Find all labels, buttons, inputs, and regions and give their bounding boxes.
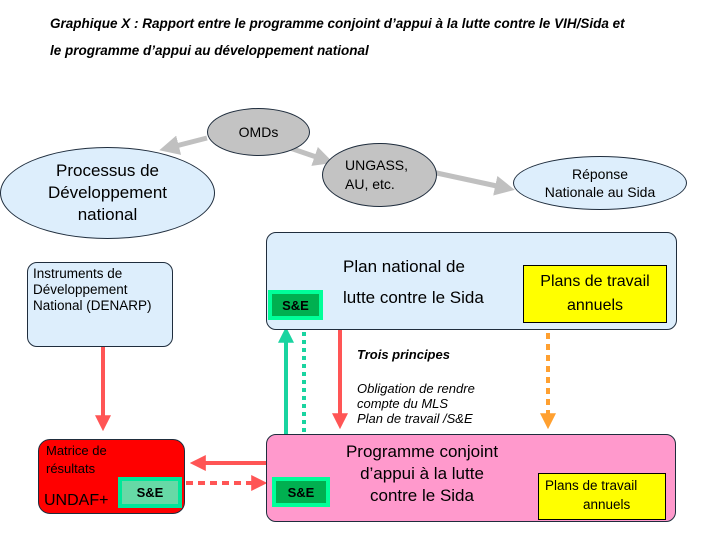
se-matrice-label: S&E (136, 485, 164, 500)
programme-line-2: d’appui à la lutte (360, 464, 484, 483)
matrice-node: Matrice de résultats UNDAF+ (38, 439, 185, 514)
processus-node: Processus de Développement national (0, 147, 215, 239)
omds-node: OMDs (207, 108, 310, 156)
trois-principes-heading: Trois principes (357, 347, 450, 362)
se-top-badge: S&E (268, 290, 323, 320)
plans-bottom-line-1: Plans de travail (545, 478, 638, 493)
principes-list: Obligation de rendre compte du MLS Plan … (357, 381, 475, 426)
programme-line-1: Programme conjoint (345, 442, 499, 461)
matrice-line-3: UNDAF+ (44, 492, 109, 509)
matrice-line-1: Matrice de (46, 443, 107, 458)
instruments-line-3: National (DENARP) (33, 298, 152, 313)
processus-line-3: national (77, 205, 138, 224)
instruments-line-2: Développement (33, 282, 128, 297)
ungass-line-1: UNGASS, (345, 157, 409, 173)
plans-top-line-2: annuels (566, 297, 624, 314)
se-bottom-badge: S&E (272, 477, 330, 507)
principe-1: Obligation de rendre (357, 381, 475, 396)
reponse-node: Réponse Nationale au Sida (513, 156, 687, 210)
se-bottom-label: S&E (287, 484, 315, 500)
processus-line-1: Processus de (55, 161, 159, 180)
reponse-line-1: Réponse (571, 166, 629, 182)
title-line-1: Graphique X : Rapport entre le programme… (50, 16, 625, 31)
se-matrice-badge: S&E (118, 477, 182, 508)
plan-national-line-2: lutte contre le Sida (343, 288, 484, 307)
processus-line-2: Développement (47, 183, 168, 202)
arrow-omds-to-ungass (289, 145, 334, 166)
instruments-line-1: Instruments de (33, 266, 123, 281)
principe-3: Plan de travail /S&E (357, 411, 473, 426)
plans-travail-bottom-node: Plans de travail annuels (538, 473, 666, 520)
omds-label: OMDs (238, 123, 279, 140)
diagram-title: Graphique X : Rapport entre le programme… (50, 10, 695, 64)
plan-national-line-1: Plan national de (343, 257, 465, 276)
ungass-line-2: AU, etc. (345, 176, 395, 192)
plans-travail-top-node: Plans de travail annuels (523, 265, 667, 323)
arrow-ungass-to-reponse (431, 169, 515, 196)
matrice-line-2: résultats (46, 461, 96, 476)
title-line-2: le programme d’appui au développement na… (50, 43, 369, 58)
plans-top-line-1: Plans de travail (540, 273, 650, 290)
reponse-line-2: Nationale au Sida (544, 184, 656, 200)
plans-bottom-line-2: annuels (583, 497, 631, 512)
instruments-node: Instruments de Développement National (D… (27, 262, 173, 347)
programme-line-3: contre le Sida (370, 486, 474, 505)
ungass-node: UNGASS, AU, etc. (322, 143, 437, 207)
arrow-omds-to-processus (159, 135, 208, 155)
principe-2: compte du MLS (357, 396, 449, 411)
se-top-label: S&E (282, 297, 309, 313)
